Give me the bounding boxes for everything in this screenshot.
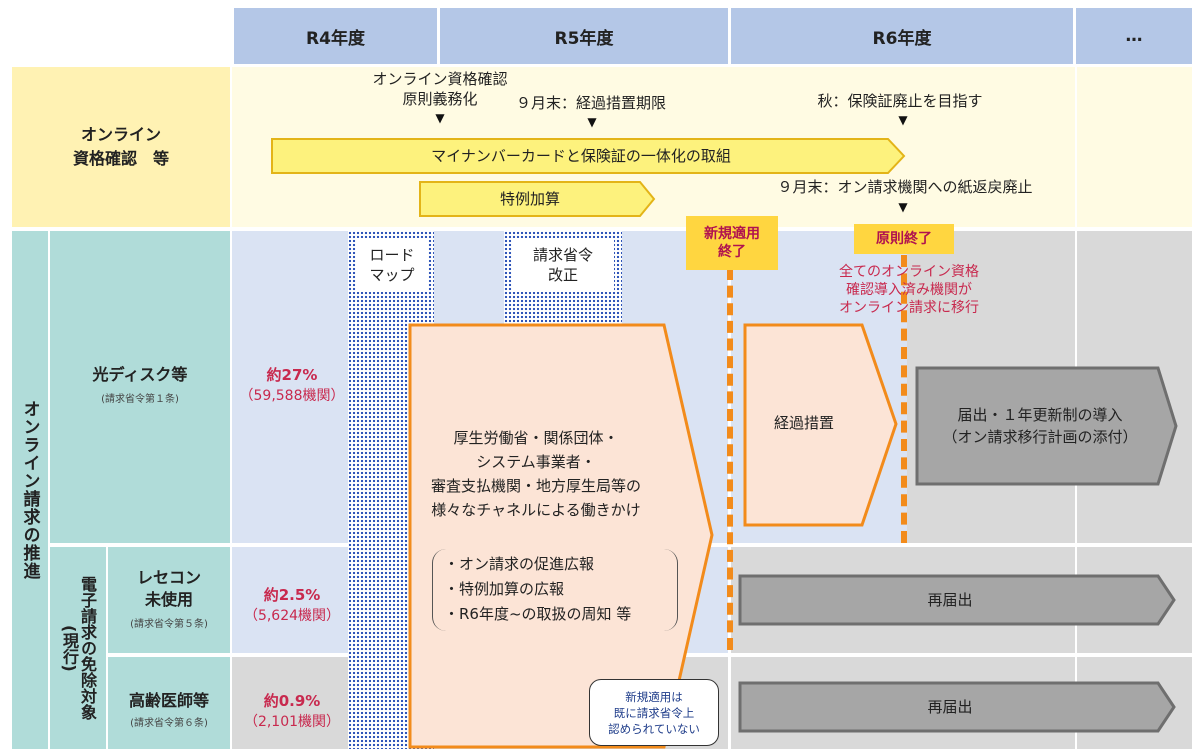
transition-arrow bbox=[743, 323, 898, 527]
mandatory-marker-icon: ▼ bbox=[435, 111, 445, 125]
header-r4: R4年度 bbox=[234, 8, 437, 64]
note-box: 新規適用は 既に請求省令上 認められていない bbox=[589, 679, 719, 746]
row-rececon-sub: (請求省令第５条) bbox=[130, 618, 208, 630]
migration-note: 全てのオンライン資格 確認導入済み機関が オンライン請求に移行 bbox=[839, 264, 979, 316]
sept-end-paper-label: ９月末：オン請求機関への紙返戻廃止 bbox=[777, 178, 1033, 196]
bullet-item: ・R6年度~の取扱の周知 等 bbox=[444, 605, 632, 623]
refile-arrow-1 bbox=[738, 574, 1176, 626]
refile-arrow-2 bbox=[738, 681, 1176, 733]
stat-elderly-count: （2,101機関） bbox=[243, 714, 341, 730]
transition-label: 経過措置 bbox=[773, 414, 834, 432]
sept-end-paper-marker-icon: ▼ bbox=[898, 200, 908, 214]
sept-end-label: ９月末：経過措置期限 bbox=[515, 94, 666, 112]
row-elderly-sub: (請求省令第６条) bbox=[130, 717, 208, 729]
new-end-line bbox=[727, 268, 733, 650]
outreach-arrow bbox=[408, 323, 714, 749]
row-online-claim-label: オンライン請求の推進 bbox=[19, 400, 40, 580]
stat-rececon-pct: 約2.5% bbox=[263, 585, 321, 604]
row-rececon bbox=[108, 547, 230, 653]
row-online-qual-label: オンライン 資格確認 等 bbox=[72, 125, 169, 168]
stat-hikari-pct: 約27% bbox=[266, 365, 318, 384]
notify-label: 届出・１年更新制の導入 （オン請求移行計画の添付） bbox=[942, 406, 1138, 446]
header-r4-label: R4年度 bbox=[306, 28, 365, 49]
header-r6: R6年度 bbox=[731, 8, 1073, 64]
refile-label-1: 再届出 bbox=[927, 591, 973, 609]
header-more-label: … bbox=[1125, 26, 1143, 46]
refile-label-2: 再届出 bbox=[927, 698, 973, 716]
mandatory-label: オンライン資格確認 原則義務化 bbox=[372, 70, 508, 108]
notify-arrow bbox=[915, 366, 1178, 486]
bullet-item: ・特例加算の広報 bbox=[444, 580, 565, 598]
online-qual-band-more bbox=[1077, 67, 1192, 227]
stat-elderly-pct: 約0.9% bbox=[263, 691, 321, 710]
roadmap-box: ロード マップ bbox=[356, 238, 428, 292]
stat-rececon-count: （5,624機関） bbox=[243, 608, 341, 624]
row-exempt-label: 電子請求の免除対象 (現行) bbox=[60, 576, 97, 720]
header-r5-label: R5年度 bbox=[554, 28, 614, 49]
principle-end-tag: 原則終了 bbox=[854, 224, 954, 254]
principle-end-line bbox=[901, 255, 907, 543]
autumn-marker-icon: ▼ bbox=[898, 113, 908, 127]
bullet-item: ・オン請求の促進広報 bbox=[444, 555, 595, 573]
row-hikari bbox=[50, 231, 230, 543]
row-online-qual: オンライン 資格確認 等 bbox=[12, 67, 230, 227]
row-elderly bbox=[108, 657, 230, 749]
row-hikari-sub: (請求省令第１条) bbox=[101, 393, 179, 405]
integration-label: マイナンバーカードと保険証の一体化の取組 bbox=[431, 147, 731, 165]
special-add-arrow bbox=[419, 181, 656, 217]
autumn-label: 秋：保険証廃止を目指す bbox=[817, 92, 983, 110]
bullet-bracket bbox=[432, 549, 678, 631]
row-online-claim: オンライン請求の推進 bbox=[12, 231, 48, 749]
row-exempt: 電子請求の免除対象 (現行) bbox=[50, 547, 106, 749]
ordinance-box: 請求省令 改正 bbox=[512, 238, 614, 292]
new-end-tag: 新規適用 終了 bbox=[686, 216, 778, 270]
row-elderly-label: 高齢医師等 bbox=[128, 691, 209, 710]
header-r6-label: R6年度 bbox=[872, 28, 932, 49]
header-r5: R5年度 bbox=[440, 8, 728, 64]
row-rececon-label: レセコン 未使用 bbox=[136, 568, 201, 609]
outreach-text: 厚生労働省・関係団体・ システム事業者・ 審査支払機関・地方厚生局等の 様々なチ… bbox=[430, 429, 641, 519]
special-add-label: 特例加算 bbox=[499, 190, 560, 208]
integration-arrow bbox=[271, 138, 906, 174]
header-more: … bbox=[1076, 8, 1192, 64]
stat-hikari-count: （59,588機関） bbox=[239, 388, 345, 404]
sept-end-marker-icon: ▼ bbox=[587, 115, 597, 129]
row-hikari-label: 光ディスク等 bbox=[92, 365, 188, 384]
